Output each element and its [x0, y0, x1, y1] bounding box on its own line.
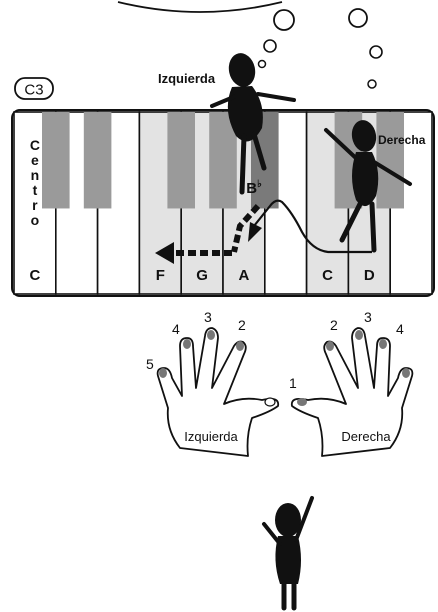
figure-arm	[262, 522, 282, 546]
dashed-path-diagonal	[231, 203, 261, 253]
right-hand: Derecha 1 2 3 4	[289, 309, 414, 457]
finger-number: 1	[289, 375, 297, 391]
centro-letter: e	[31, 152, 39, 168]
thought-bubble-circle	[257, 59, 267, 69]
white-key-label: G	[196, 267, 208, 284]
centro-letter: n	[31, 167, 40, 183]
fingertip	[207, 330, 215, 340]
figure-arm	[294, 496, 314, 542]
figure-arm	[372, 160, 412, 186]
white-key-label: A	[238, 267, 249, 284]
hand-label-right: Derecha	[341, 429, 391, 444]
figure-head	[228, 53, 256, 87]
centro-letter: r	[32, 197, 38, 213]
flat-note-label: B♭	[246, 179, 262, 197]
finger-number: 2	[238, 317, 246, 333]
figure-body	[227, 86, 263, 142]
flat-note-letter: B	[246, 180, 257, 197]
thought-bubble-circle	[369, 45, 383, 59]
finger-number: 4	[396, 321, 404, 337]
arrowhead-down	[248, 222, 262, 242]
solid-path	[253, 199, 372, 254]
figure-leg	[339, 201, 363, 243]
right-figure	[324, 120, 412, 253]
black-key	[83, 112, 112, 209]
finger-number: 4	[172, 321, 180, 337]
figure-leg	[239, 133, 247, 195]
fingertip	[402, 368, 410, 378]
thought-bubble-circle	[348, 8, 368, 28]
hand-outline	[290, 327, 414, 457]
black-key	[209, 112, 237, 209]
finger-number: 2	[330, 317, 338, 333]
figure-body	[352, 152, 379, 207]
right-hand-movement-arrow	[248, 199, 372, 254]
black-keys	[42, 112, 404, 209]
fingertip	[379, 339, 387, 349]
fingertip	[159, 368, 167, 378]
white-key-label: C	[322, 267, 333, 284]
fingertip	[183, 339, 191, 349]
thought-bubble-circle	[273, 9, 295, 31]
thumbnail	[264, 397, 276, 407]
fingertip	[326, 341, 334, 351]
left-hand: Izquierda 5 4 3 2	[146, 309, 280, 457]
arrowhead-left	[155, 242, 174, 264]
fingertip	[355, 330, 363, 340]
fingertip	[236, 341, 244, 351]
figure-leg	[369, 201, 377, 253]
octave-badge: C3	[14, 77, 54, 100]
thought-bubble-circle	[263, 39, 277, 53]
left-hand-movement-arrow	[155, 203, 261, 264]
centro-letter: C	[30, 137, 40, 153]
hand-label-left: Izquierda	[184, 429, 238, 444]
centro-letter: o	[31, 212, 40, 228]
black-key	[376, 112, 404, 209]
right-figure-label: Derecha	[378, 133, 426, 147]
black-key	[167, 112, 195, 209]
finger-number: 5	[146, 356, 154, 372]
octave-label: C3	[24, 82, 43, 99]
cheering-figure	[262, 496, 314, 611]
hand-outline	[156, 327, 280, 457]
finger-number: 3	[204, 309, 212, 325]
centro-letter: t	[33, 182, 38, 198]
left-figure-label: Izquierda	[158, 71, 216, 86]
finger-number: 3	[364, 309, 372, 325]
flat-symbol: ♭	[257, 179, 262, 190]
thought-bubble-circle	[367, 79, 377, 89]
figure-arm	[324, 128, 360, 162]
figure-arm	[210, 94, 238, 108]
speech-bubble-arc	[117, 1, 283, 13]
figure-leg	[251, 131, 267, 171]
thumbnail	[297, 398, 307, 406]
white-key-label: D	[364, 267, 375, 284]
left-figure	[210, 53, 296, 195]
white-key-label: C	[29, 267, 40, 284]
black-key	[42, 112, 70, 209]
white-key-label: F	[156, 267, 165, 284]
figure-arm	[256, 92, 296, 102]
figure-head	[351, 120, 377, 152]
figure-body	[275, 536, 301, 584]
figure-head	[275, 503, 301, 537]
